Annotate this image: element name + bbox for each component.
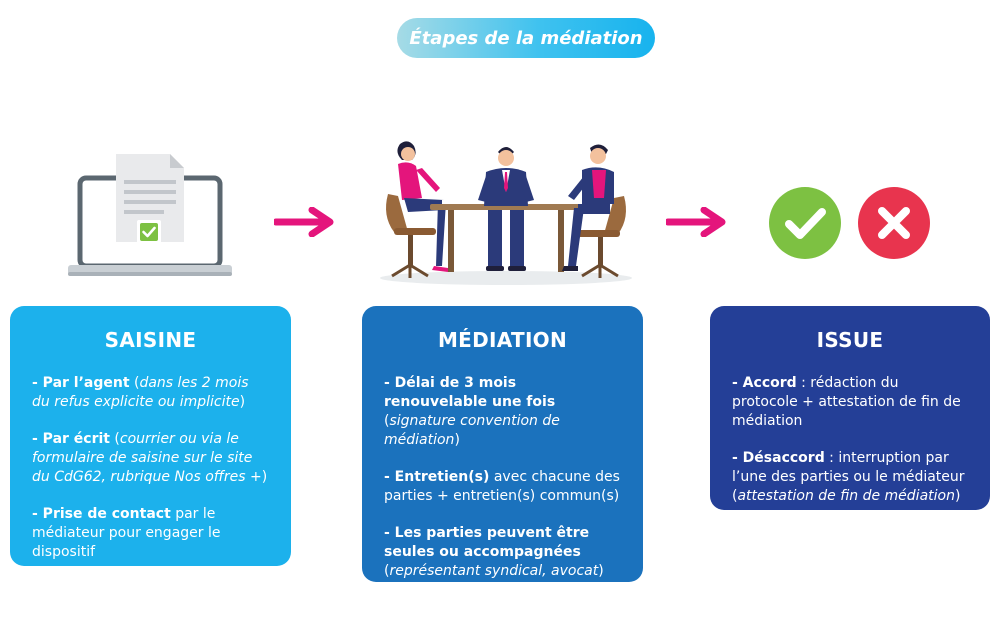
list-item: - Délai de 3 mois renouvelable une fois …	[384, 375, 560, 448]
list-item: - Les parties peuvent être seules ou acc…	[384, 525, 604, 579]
page-title: Étapes de la médiation	[409, 27, 643, 49]
person-man-middle	[478, 147, 534, 271]
person-man-right	[562, 144, 614, 271]
cross-circle-icon	[858, 187, 930, 259]
arrow-right-icon	[666, 207, 726, 237]
laptop-document-check-icon	[68, 154, 232, 276]
chair-left	[386, 194, 436, 278]
list-item: - Accord : rédaction du protocole + atte…	[732, 375, 961, 429]
list-item: - Entretien(s) avec chacune des parties …	[384, 469, 620, 504]
meeting-table-illustration	[380, 141, 632, 285]
chair-right	[576, 196, 626, 278]
list-item: - Prise de contact par le médiateur pour…	[32, 506, 221, 560]
card-issue: ISSUE - Accord : rédaction du protocole …	[710, 306, 990, 510]
meeting-table	[430, 200, 582, 272]
card-title: SAISINE	[104, 328, 197, 352]
list-item: - Désaccord : interruption par l’une des…	[732, 450, 965, 504]
card-saisine: SAISINE - Par l’agent (dans les 2 mois d…	[10, 306, 291, 566]
list-item: - Par écrit (courrier ou via le formulai…	[32, 431, 268, 485]
list-item: - Par l’agent (dans les 2 mois du refus …	[32, 375, 249, 410]
arrow-right-icon	[274, 207, 334, 237]
check-circle-icon	[769, 187, 841, 259]
card-title: MÉDIATION	[437, 328, 568, 352]
card-title: ISSUE	[816, 328, 884, 352]
card-mediation: MÉDIATION - Délai de 3 mois renouvelable…	[362, 306, 643, 582]
title-pill: Étapes de la médiation	[397, 18, 655, 58]
